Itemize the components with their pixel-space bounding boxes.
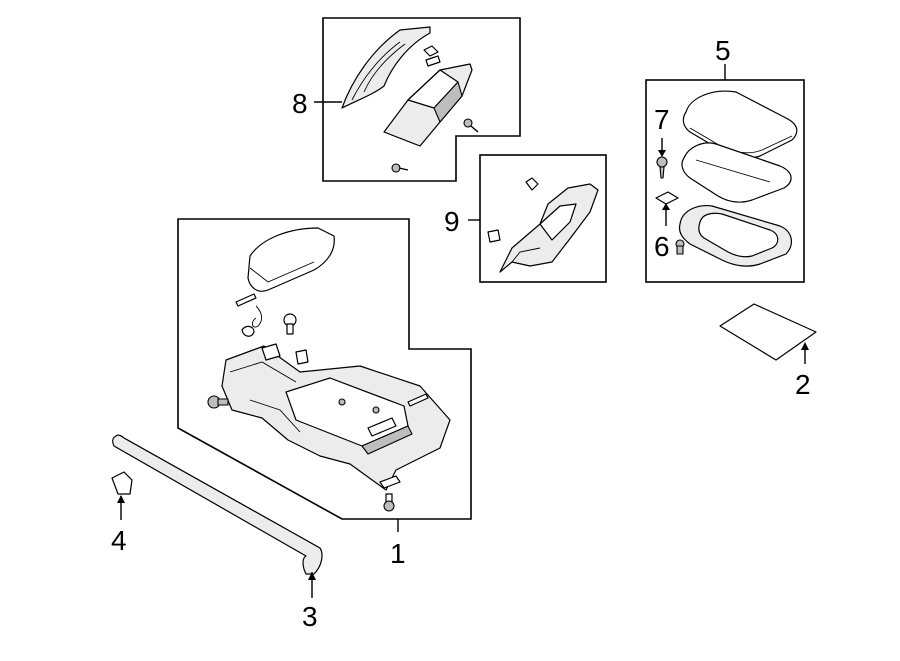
trim-clip (111, 471, 133, 495)
hinge-pin-a (235, 293, 257, 307)
hinge-clip-a (241, 325, 255, 337)
group-1: 1 (177, 218, 472, 569)
clip-9a (525, 177, 539, 191)
callout-7: 7 (654, 104, 670, 135)
clip-8b (425, 55, 441, 67)
clip-6 (655, 191, 685, 255)
screw-7 (656, 138, 668, 179)
callout-9: 9 (444, 206, 460, 237)
clip-1a (379, 475, 401, 489)
cup-holder-tab (367, 417, 397, 437)
screw-8b (391, 163, 409, 173)
push-pin-b (207, 395, 229, 409)
trim-panel-left (341, 26, 431, 109)
part-3: 3 (112, 434, 323, 632)
hinge-pin-b (407, 393, 429, 407)
side-trim-strip (112, 434, 323, 575)
push-pin-c (383, 493, 395, 512)
clip-9b (487, 229, 501, 243)
group-9-frame (479, 154, 607, 283)
lid-inner-panel (681, 142, 792, 203)
hinge-spring (251, 305, 263, 328)
clip-8a (423, 45, 439, 57)
group-9: 9 (444, 154, 607, 283)
storage-mat (719, 303, 817, 361)
callout-4: 4 (111, 525, 127, 556)
push-pin-a (283, 313, 297, 335)
callout-3: 3 (302, 601, 318, 632)
callout-5: 5 (715, 35, 731, 66)
callout-6: 6 (654, 231, 670, 262)
console-lid (247, 227, 335, 292)
callout-8: 8 (292, 88, 308, 119)
part-4: 4 (111, 471, 133, 556)
callout-2: 2 (795, 369, 811, 400)
armrest-cushion (682, 90, 798, 159)
callout-1: 1 (390, 538, 406, 569)
part-2: 2 (719, 303, 817, 400)
group-8: 8 (292, 17, 521, 182)
group-5: 5 7 6 (645, 35, 805, 283)
group-8-frame (322, 17, 521, 182)
screw-8a (463, 118, 479, 133)
group-1-frame (177, 218, 472, 520)
